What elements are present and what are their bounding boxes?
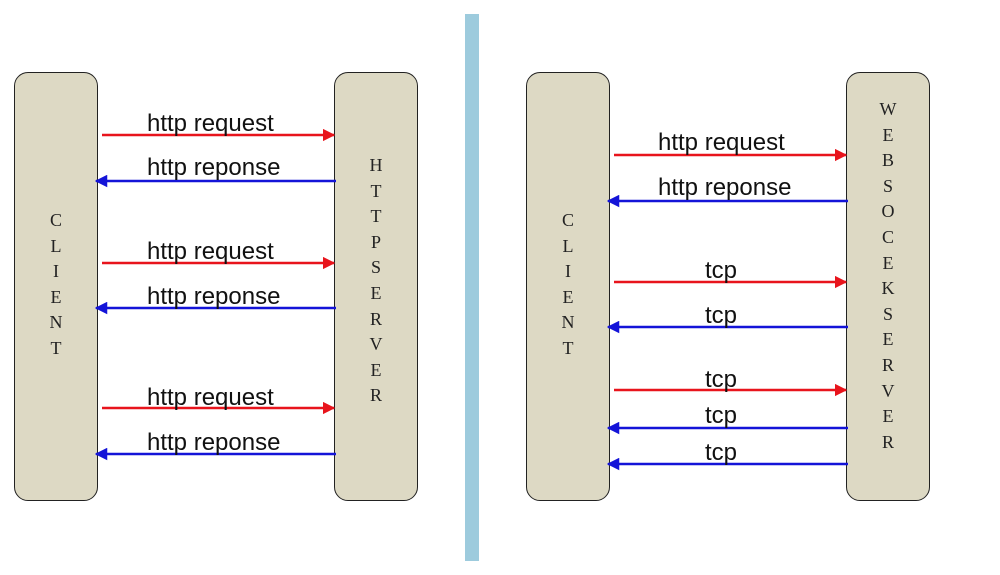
left-message-label-5: http request [147,384,274,411]
section-divider [465,14,479,561]
right-message-label-5: tcp [705,366,738,393]
right-message-label-2: http reponse [658,174,792,201]
left-message-label-4: http reponse [147,283,281,310]
right-message-label-3: tcp [705,257,738,284]
right-message-label-1: http request [658,129,785,156]
left-message-label-1: http request [147,110,274,137]
right-message-label-6: tcp [705,402,738,429]
left-message-label-6: http reponse [147,429,281,456]
left-message-label-3: http request [147,238,274,265]
right-message-label-4: tcp [705,302,738,329]
right-message-label-7: tcp [705,439,738,466]
left-message-label-2: http reponse [147,154,281,181]
